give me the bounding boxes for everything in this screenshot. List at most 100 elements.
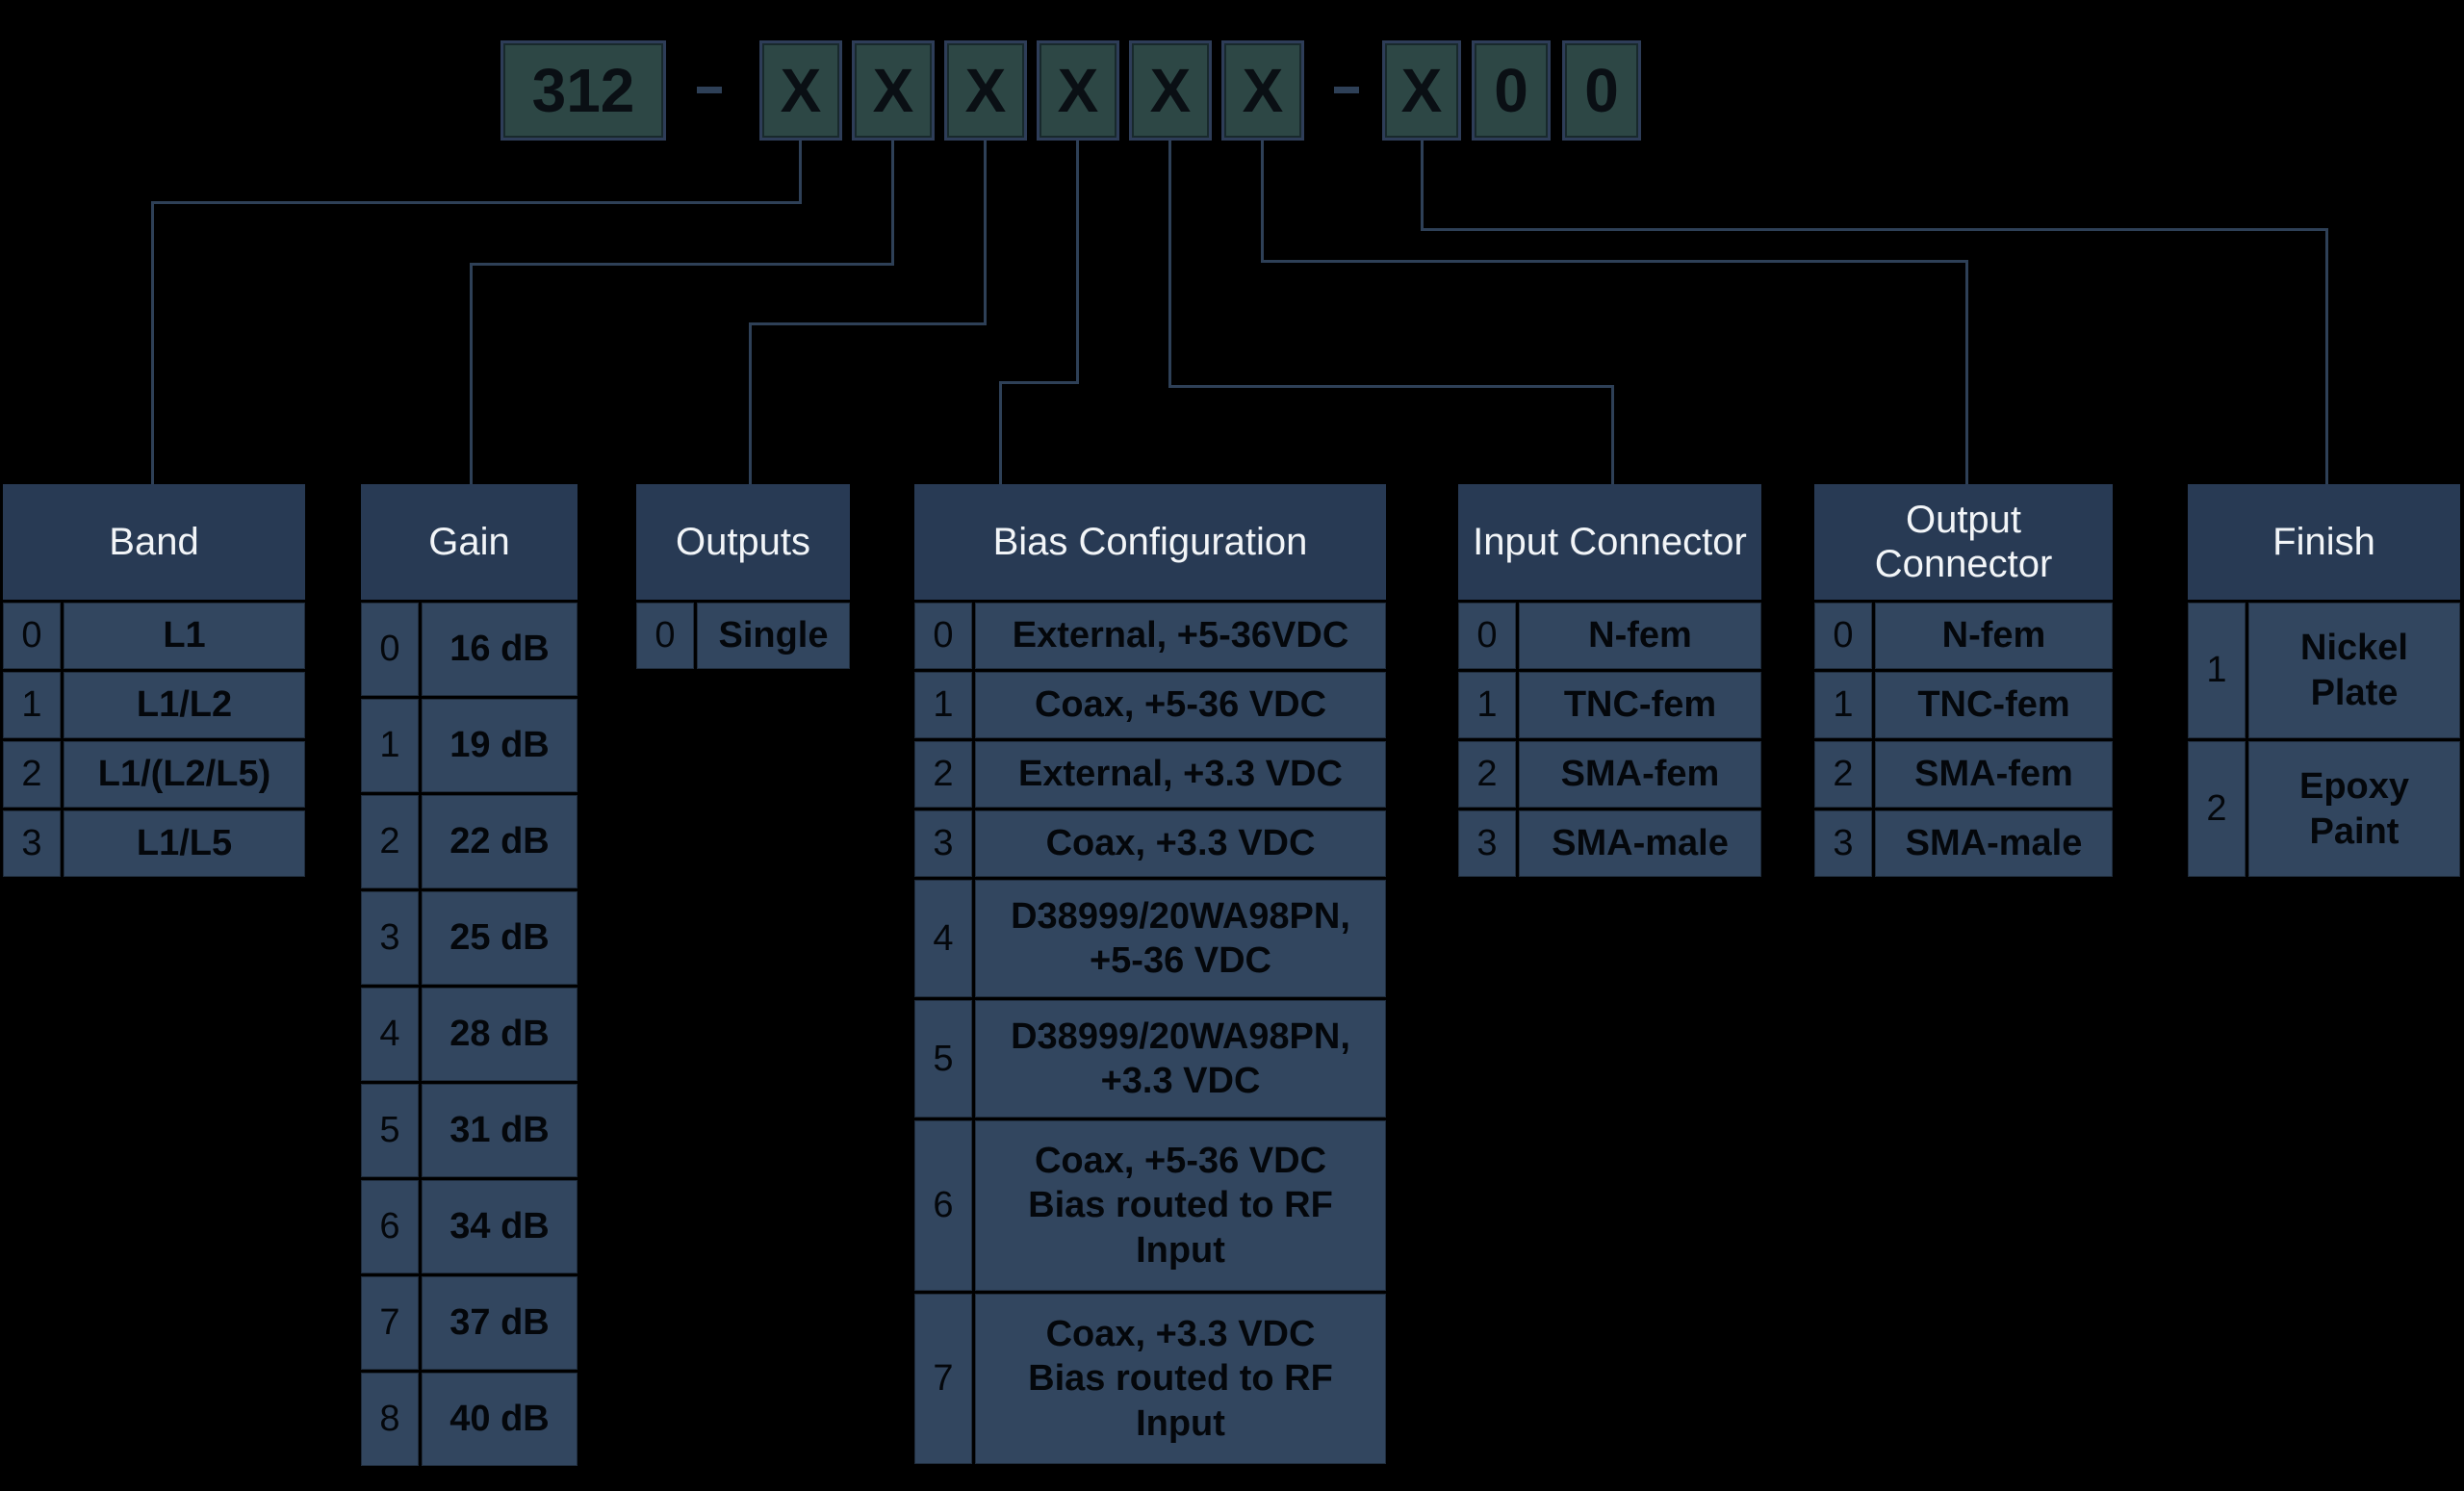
output-connector-table-title: Output Connector (1814, 484, 2113, 600)
connector-gain (891, 141, 894, 266)
connector-input (1611, 385, 1614, 484)
option-value: N-fem (1519, 603, 1761, 669)
connector-bias (999, 381, 1002, 484)
option-code: 0 (1814, 603, 1872, 669)
table-row: 7 37 dB (361, 1276, 578, 1370)
option-code: 2 (1458, 741, 1516, 808)
output-connector-table: Output Connector 0 N-fem 1 TNC-fem 2 SMA… (1814, 484, 2113, 877)
band-table-title: Band (3, 484, 305, 600)
connector-outputs (749, 322, 987, 325)
table-row: 4 28 dB (361, 988, 578, 1081)
connector-output (1965, 260, 1968, 484)
table-row: 1 19 dB (361, 699, 578, 792)
outputs-table: Outputs 0 Single (636, 484, 850, 669)
table-row: 6 Coax, +5-36 VDC Bias routed to RF Inpu… (914, 1120, 1386, 1291)
option-value: 37 dB (422, 1276, 578, 1370)
table-row: 3 SMA-male (1458, 810, 1761, 877)
digit-box-input-connector: X (1129, 40, 1212, 141)
option-code: 6 (914, 1120, 972, 1291)
fixed-zero-box: 0 (1472, 40, 1551, 141)
option-value: 19 dB (422, 699, 578, 792)
option-code: 5 (914, 1000, 972, 1118)
connector-finish (1421, 228, 2328, 231)
option-value: 22 dB (422, 795, 578, 888)
table-row: 4 D38999/20WA98PN, +5-36 VDC (914, 880, 1386, 997)
option-code: 1 (3, 672, 61, 738)
connector-outputs (984, 141, 987, 325)
option-code: 7 (361, 1276, 419, 1370)
option-value: SMA-fem (1875, 741, 2113, 808)
option-value: SMA-male (1875, 810, 2113, 877)
gain-table: Gain 0 16 dB 1 19 dB 2 22 dB 3 25 dB 4 2… (361, 484, 578, 1466)
digit-box-output-connector: X (1221, 40, 1304, 141)
option-code: 2 (2188, 741, 2246, 877)
bias-configuration-table: Bias Configuration 0 External, +5-36VDC … (914, 484, 1386, 1464)
option-value: External, +3.3 VDC (975, 741, 1386, 808)
table-row: 0 N-fem (1814, 603, 2113, 669)
table-row: 2 SMA-fem (1814, 741, 2113, 808)
option-value: Epoxy Paint (2248, 741, 2460, 877)
option-value: Single (697, 603, 850, 669)
digit-box-gain: X (852, 40, 935, 141)
table-row: 1 L1/L2 (3, 672, 305, 738)
option-value: 40 dB (422, 1373, 578, 1466)
option-code: 2 (361, 795, 419, 888)
option-code: 3 (361, 891, 419, 985)
option-value: 28 dB (422, 988, 578, 1081)
option-code: 6 (361, 1180, 419, 1273)
connector-band (799, 141, 802, 204)
fixed-zero-box: 0 (1562, 40, 1641, 141)
table-row: 0 16 dB (361, 603, 578, 696)
outputs-table-title: Outputs (636, 484, 850, 600)
option-code: 3 (1458, 810, 1516, 877)
option-code: 4 (914, 880, 972, 997)
table-row: 7 Coax, +3.3 VDC Bias routed to RF Input (914, 1294, 1386, 1464)
separator-dash (1334, 87, 1359, 93)
option-value: External, +5-36VDC (975, 603, 1386, 669)
option-value: TNC-fem (1519, 672, 1761, 738)
table-row: 2 L1/(L2/L5) (3, 741, 305, 808)
connector-input (1168, 141, 1171, 388)
table-row: 3 25 dB (361, 891, 578, 985)
connector-gain (470, 263, 473, 484)
digit-box-bias: X (1037, 40, 1119, 141)
separator-dash (697, 87, 722, 93)
connector-finish (2325, 228, 2328, 484)
connector-outputs (749, 322, 752, 484)
option-code: 3 (3, 810, 61, 877)
option-value: N-fem (1875, 603, 2113, 669)
option-code: 4 (361, 988, 419, 1081)
table-row: 0 N-fem (1458, 603, 1761, 669)
band-table: Band 0 L1 1 L1/L2 2 L1/(L2/L5) 3 L1/L5 (3, 484, 305, 877)
option-value: SMA-male (1519, 810, 1761, 877)
option-value: Coax, +3.3 VDC (975, 810, 1386, 877)
option-value: 34 dB (422, 1180, 578, 1273)
option-value: 31 dB (422, 1084, 578, 1177)
connector-bias (1076, 141, 1079, 384)
connector-input (1168, 385, 1614, 388)
digit-box-outputs: X (944, 40, 1027, 141)
finish-table-title: Finish (2188, 484, 2460, 600)
table-row: 0 External, +5-36VDC (914, 603, 1386, 669)
table-row: 1 Nickel Plate (2188, 603, 2460, 738)
connector-finish (1421, 141, 1424, 231)
option-value: Coax, +5-36 VDC Bias routed to RF Input (975, 1120, 1386, 1291)
input-connector-table: Input Connector 0 N-fem 1 TNC-fem 2 SMA-… (1458, 484, 1761, 877)
option-code: 0 (914, 603, 972, 669)
option-code: 0 (1458, 603, 1516, 669)
table-row: 1 Coax, +5-36 VDC (914, 672, 1386, 738)
finish-table: Finish 1 Nickel Plate 2 Epoxy Paint (2188, 484, 2460, 877)
input-connector-table-title: Input Connector (1458, 484, 1761, 600)
option-code: 2 (914, 741, 972, 808)
option-value: L1/(L2/L5) (64, 741, 305, 808)
option-code: 0 (361, 603, 419, 696)
table-row: 6 34 dB (361, 1180, 578, 1273)
connector-band (151, 201, 154, 484)
option-code: 0 (3, 603, 61, 669)
option-value: 25 dB (422, 891, 578, 985)
table-row: 2 SMA-fem (1458, 741, 1761, 808)
option-value: Coax, +5-36 VDC (975, 672, 1386, 738)
option-code: 8 (361, 1373, 419, 1466)
option-code: 3 (1814, 810, 1872, 877)
